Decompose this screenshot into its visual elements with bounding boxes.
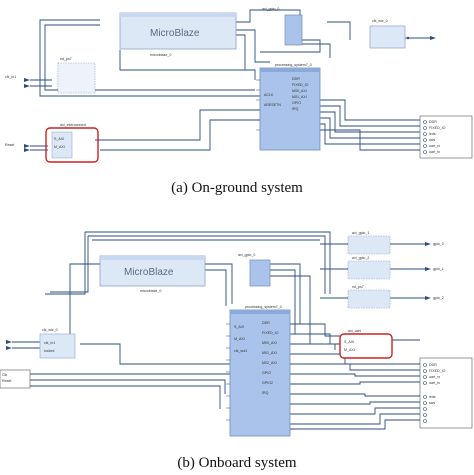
reset-block-b: clk_wiz_0 clk_in1 locked xyxy=(39,328,76,359)
diagram-onboard: MicroBlaze microblaze_0 axi_gpio_0 axi_g… xyxy=(0,224,474,450)
axi-gpio-block-a: axi_gpio_0 xyxy=(262,7,303,46)
block-label: microblaze_0 xyxy=(140,289,161,293)
port-label: S_AXI xyxy=(54,137,64,141)
clk-block-a: clk_wiz_0 xyxy=(369,19,406,49)
port-label: clk_out1 xyxy=(234,349,247,353)
block-label: processing_system7_0 xyxy=(275,63,312,67)
processing-system-block-b: processing_system7_0 DDR FIXED_IO M00_AX… xyxy=(226,305,291,437)
highlighted-block-b: axi_uart S_AXI M_AXI xyxy=(339,329,393,359)
gpio-block-right-2: axi_gpio_2 xyxy=(347,256,391,280)
port-label: clk_in1 xyxy=(44,341,55,345)
output-port-label: FIXED_IO xyxy=(429,369,446,373)
output-port-label: DDR xyxy=(429,120,437,124)
port-label: M_AXI xyxy=(234,337,245,341)
input-ports-b xyxy=(6,340,12,350)
port-label: GPIO2 xyxy=(262,381,273,385)
highlighted-block-a: axi_interconnect S_AXI M_AXI xyxy=(45,123,99,163)
block-label: axi_gpio_2 xyxy=(352,256,369,260)
output-port-label: uart_tx xyxy=(429,381,440,385)
port-label: clk_in1 xyxy=(5,75,16,79)
output-port-list-b: DDR FIXED_IO uart_rx uart_tx leds sws xyxy=(419,357,473,429)
diagram-on-ground: MicroBlaze microblaze_0 axi_gpio_0 clk_w… xyxy=(0,0,474,178)
block-label: rst_ps7 xyxy=(352,285,364,289)
output-ports-top-a xyxy=(406,36,436,40)
axi-gpio-block-b: axi_gpio_0 xyxy=(238,253,271,287)
output-port-label: gpio_1 xyxy=(433,267,444,271)
port-label: IRQ xyxy=(262,391,269,395)
block-label: clk_wiz_0 xyxy=(372,19,388,23)
port-label: DDR xyxy=(262,321,270,325)
block-label: rst_ps7 xyxy=(60,57,72,61)
output-port-label: gpio_2 xyxy=(433,296,444,300)
wires-a xyxy=(30,9,430,151)
output-port-label: uart_rx xyxy=(429,375,440,379)
input-ports-a xyxy=(24,78,30,152)
port-label: S_AXI xyxy=(234,325,244,329)
port-label: Reset xyxy=(5,143,14,147)
port-label: Reset xyxy=(2,379,11,383)
block-label: clk_wiz_0 xyxy=(42,328,58,332)
output-port-label: uart_rx xyxy=(429,144,440,148)
port-label: M01_AXI xyxy=(262,351,277,355)
block-label: axi_gpio_0 xyxy=(238,253,255,257)
microblaze-label: MicroBlaze xyxy=(124,267,174,278)
microblaze-block-b: MicroBlaze microblaze_0 xyxy=(99,255,206,293)
gpio-block-right-1: axi_gpio_1 xyxy=(347,231,391,255)
port-label: FIXED_IO xyxy=(262,331,279,335)
port-label: M_AXI xyxy=(54,145,65,149)
port-label: M01_AXI xyxy=(292,95,307,99)
output-port-label: leds xyxy=(429,132,436,136)
gpio-block-right-3: rst_ps7 xyxy=(347,285,391,309)
port-label: IRQ xyxy=(292,107,299,111)
processing-system-block-a: processing_system7_0 DDR FIXED_IO M00_AX… xyxy=(256,63,321,151)
output-port-label: sws xyxy=(429,138,435,142)
caption-onboard: (b) Onboard system xyxy=(177,455,297,471)
output-ports-top-b xyxy=(425,242,431,300)
output-port-label: gpio_0 xyxy=(433,242,444,246)
microblaze-block-a: MicroBlaze microblaze_0 xyxy=(119,12,237,57)
block-label: microblaze_0 xyxy=(150,53,171,57)
microblaze-label: MicroBlaze xyxy=(150,28,200,39)
port-label: ARESETN xyxy=(264,103,281,107)
output-port-label: uart_tx xyxy=(429,150,440,154)
port-label: GPIO xyxy=(262,371,271,375)
output-port-label: leds xyxy=(429,395,436,399)
port-label: M00_AXI xyxy=(262,341,277,345)
port-label: ACLK xyxy=(264,93,274,97)
block-label: axi_gpio_0 xyxy=(262,7,279,11)
port-label: Clk xyxy=(2,373,7,377)
output-port-label: sws xyxy=(429,401,435,405)
port-label: M02_AXI xyxy=(262,361,277,365)
block-label: processing_system7_0 xyxy=(245,305,282,309)
port-label: locked xyxy=(44,349,54,353)
port-label: GPIO xyxy=(292,101,301,105)
block-label: axi_gpio_1 xyxy=(352,231,369,235)
block-label: axi_interconnect xyxy=(60,123,86,127)
input-port-list-b: Clk Reset xyxy=(0,369,31,389)
port-label: FIXED_IO xyxy=(292,83,309,87)
block-label: axi_uart xyxy=(348,329,361,333)
port-label: DDR xyxy=(292,77,300,81)
output-port-label: FIXED_IO xyxy=(429,126,446,130)
wires-b xyxy=(12,231,425,430)
port-label: M00_AXI xyxy=(292,89,307,93)
caption-on-ground: (a) On-ground system xyxy=(171,180,303,196)
reset-block-a: rst_ps7 xyxy=(57,57,96,94)
port-label: S_AXI xyxy=(344,340,354,344)
output-port-label: DDR xyxy=(429,363,437,367)
port-label: M_AXI xyxy=(344,348,355,352)
output-port-list-a: DDR FIXED_IO leds sws uart_rx uart_tx xyxy=(419,115,473,159)
